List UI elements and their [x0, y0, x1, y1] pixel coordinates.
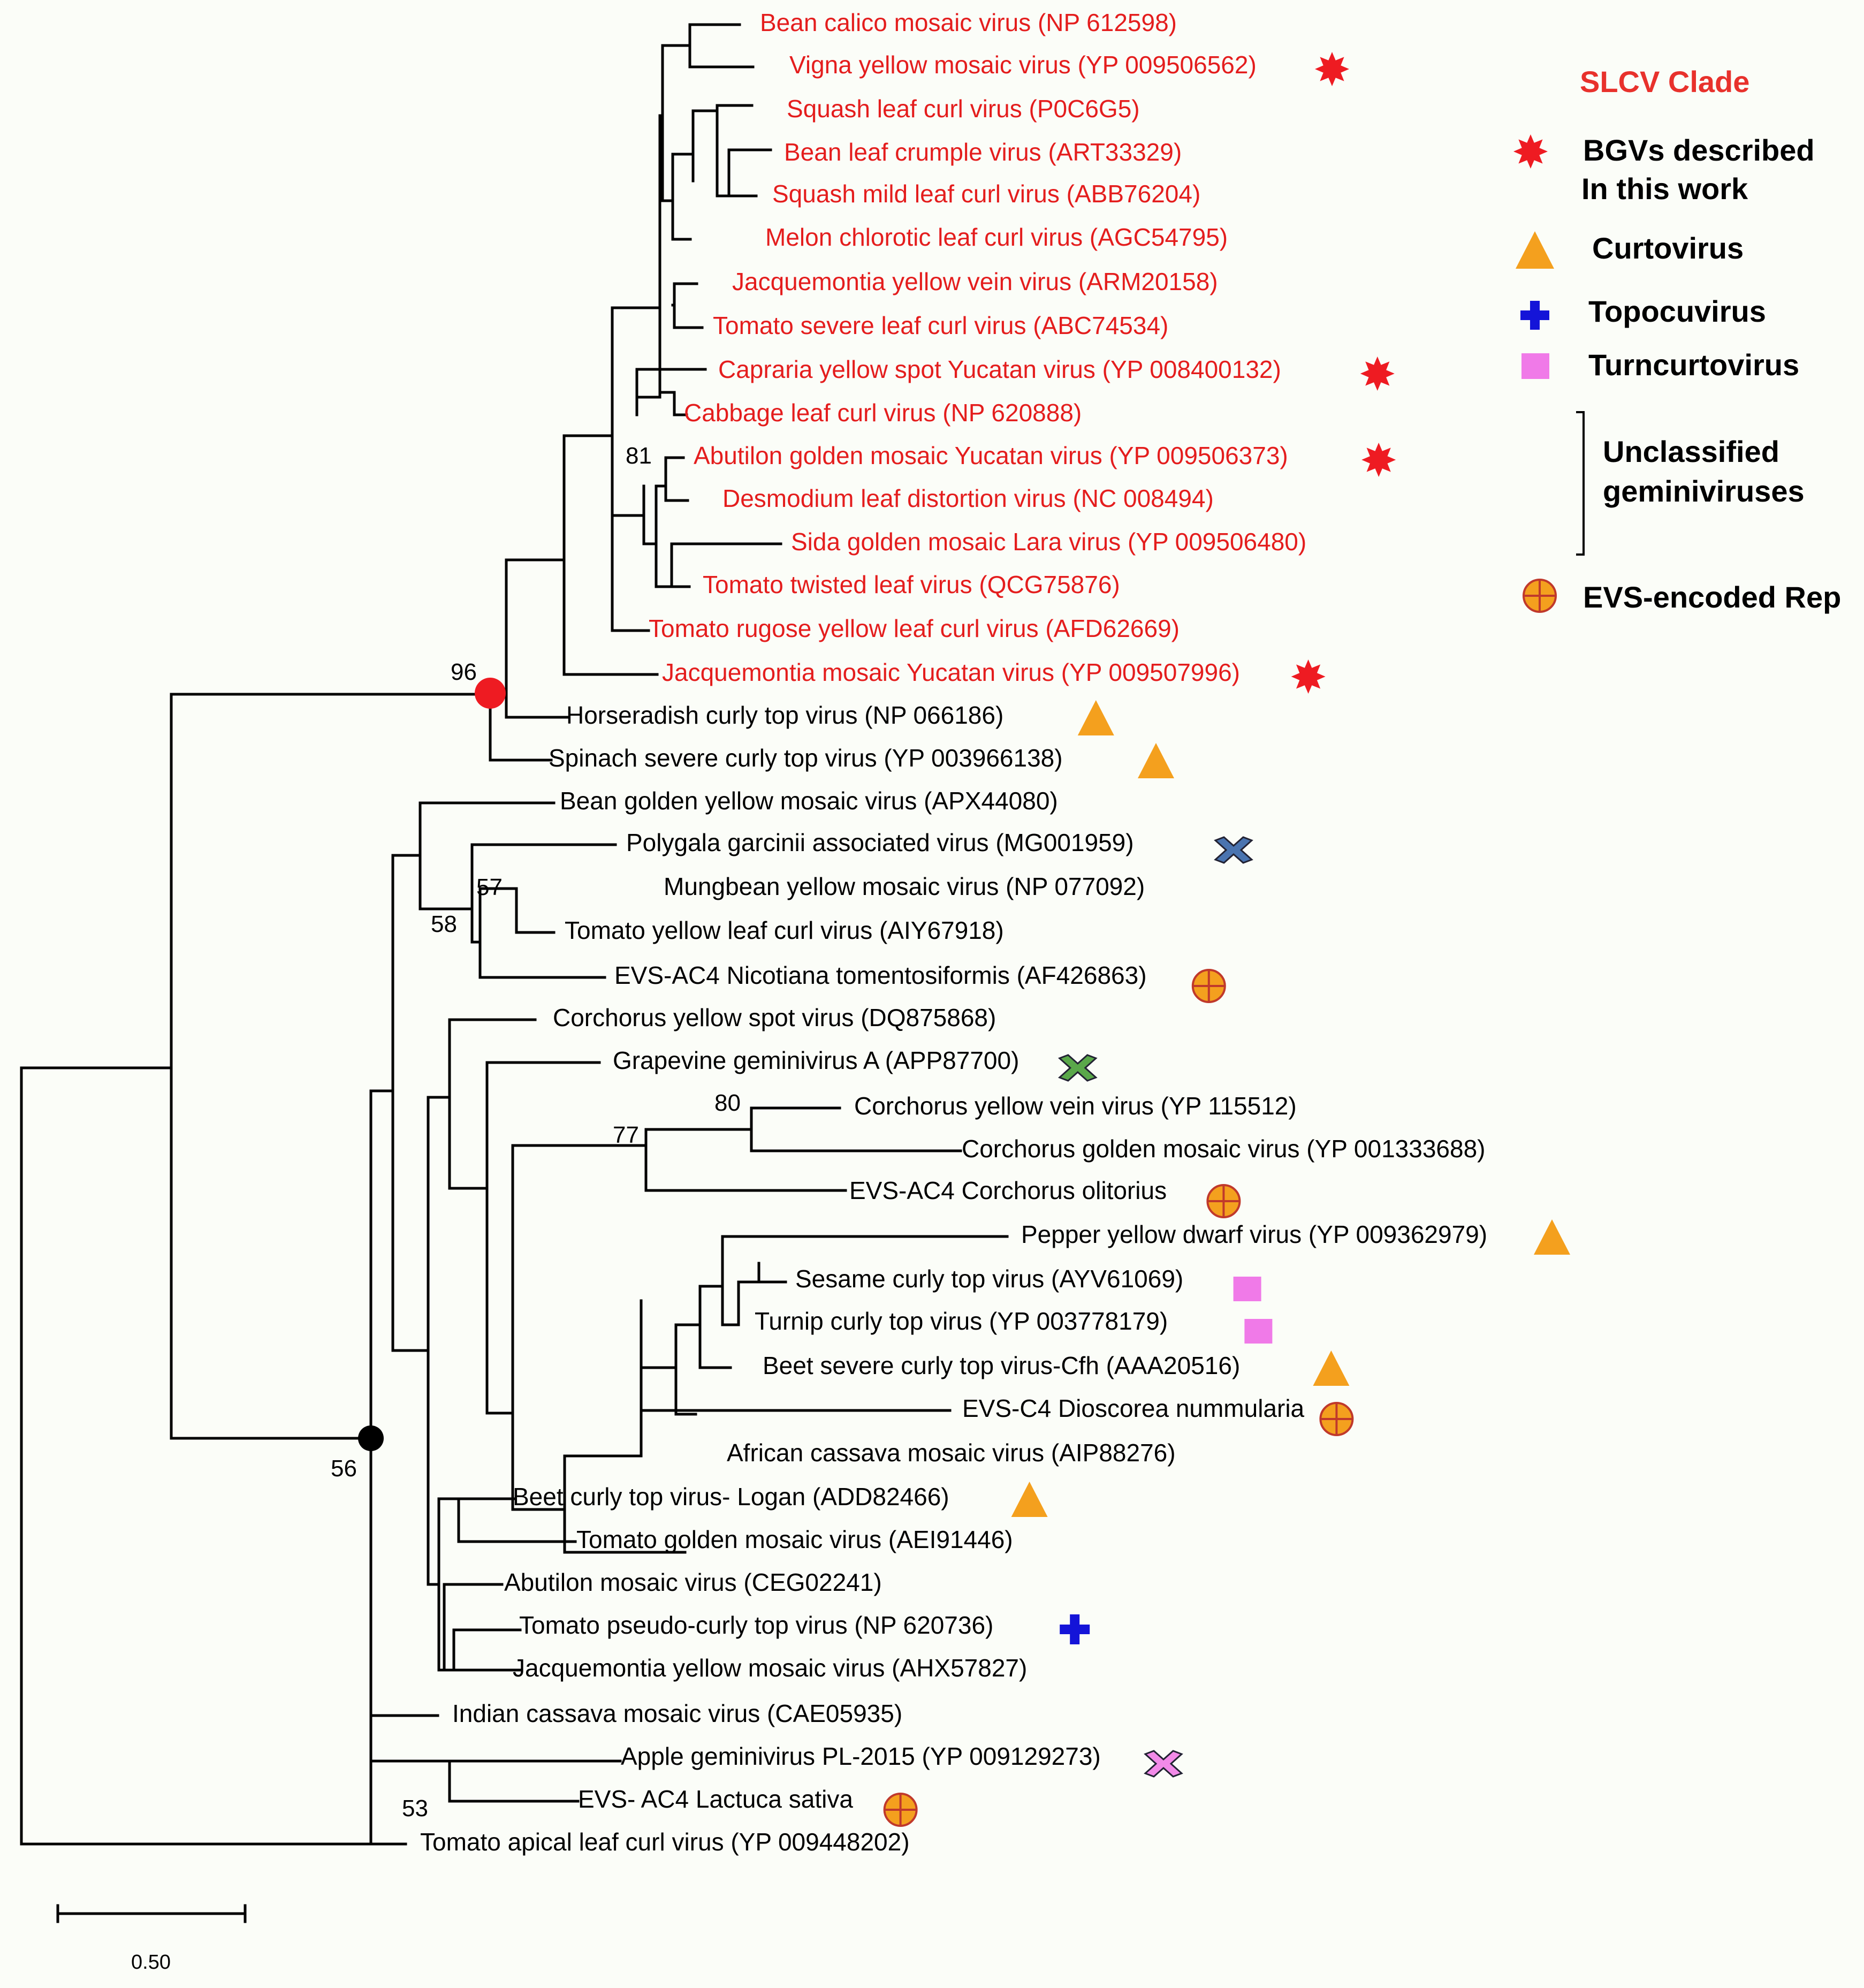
- leaf-label: Abutilon golden mosaic Yucatan virus (YP…: [694, 442, 1288, 469]
- legend-turncurtovirus: Turncurtovirus: [1588, 348, 1799, 382]
- leaf-label: EVS- AC4 Lactuca sativa: [578, 1785, 853, 1813]
- legend-bgv-line2: In this work: [1581, 172, 1748, 206]
- leaf-label: Bean calico mosaic virus (NP 612598): [760, 9, 1177, 36]
- leaf-label: Jacquemontia mosaic Yucatan virus (YP 00…: [662, 658, 1240, 686]
- leaf-label: Indian cassava mosaic virus (CAE05935): [452, 1699, 902, 1727]
- curtovirus-triangle-icon: [1138, 743, 1174, 778]
- bgv-star-icon: [1513, 134, 1548, 169]
- tree-branches: [20, 23, 1009, 1846]
- leaf-label: Pepper yellow dwarf virus (YP 009362979): [1021, 1220, 1487, 1248]
- curtovirus-triangle-icon: [1011, 1482, 1048, 1517]
- leaf-label: Squash leaf curl virus (P0C6G5): [787, 95, 1140, 123]
- support-value: 57: [476, 874, 503, 900]
- turncurtovirus-square-icon: [1521, 353, 1549, 379]
- unclassified-pink-icon: [1144, 1750, 1183, 1778]
- leaf-label: Sida golden mosaic Lara virus (YP 009506…: [791, 528, 1306, 556]
- curtovirus-triangle-icon: [1313, 1350, 1350, 1386]
- leaf-label: Apple geminivirus PL-2015 (YP 009129273): [621, 1742, 1101, 1770]
- leaf-label: Grapevine geminivirus A (APP87700): [613, 1046, 1019, 1074]
- leaf-label: Beet severe curly top virus-Cfh (AAA2051…: [763, 1352, 1240, 1379]
- unclassified-green-icon: [1057, 1054, 1098, 1082]
- unclassified-blue-icon: [1214, 836, 1253, 864]
- legend-bracket: [1576, 411, 1585, 556]
- leaf-label: Bean leaf crumple virus (ART33329): [784, 138, 1182, 166]
- leaf-label: Turnip curly top virus (YP 003778179): [755, 1307, 1168, 1335]
- leaf-label: Spinach severe curly top virus (YP 00396…: [549, 744, 1063, 772]
- support-value: 81: [626, 443, 652, 469]
- leaf-label: Desmodium leaf distortion virus (NC 0084…: [722, 484, 1214, 512]
- legend: SLCV Clade BGVs described In this work C…: [1513, 65, 1841, 614]
- curtovirus-triangle-icon: [1516, 231, 1554, 269]
- curtovirus-triangle-icon: [1077, 700, 1114, 735]
- leaf-label: Corchorus yellow spot virus (DQ875868): [553, 1004, 996, 1031]
- evs-icon: [1206, 1184, 1241, 1218]
- leaf-label: Tomato yellow leaf curl virus (AIY67918): [565, 916, 1004, 944]
- turncurtovirus-square-icon: [1244, 1319, 1273, 1344]
- leaf-labels: Bean calico mosaic virus (NP 612598) Vign…: [420, 9, 1487, 1856]
- turncurtovirus-square-icon: [1233, 1277, 1261, 1301]
- evs-icon: [1191, 969, 1226, 1003]
- support-value: 56: [331, 1455, 357, 1482]
- black-node-marker: [358, 1425, 384, 1451]
- legend-curtovirus: Curtovirus: [1592, 231, 1744, 265]
- bgv-star-icon: [1315, 52, 1349, 86]
- leaf-label: Bean golden yellow mosaic virus (APX4408…: [560, 787, 1058, 815]
- leaf-markers: [883, 52, 1570, 1827]
- legend-unclassified-line2: geminiviruses: [1603, 474, 1805, 508]
- support-value: 53: [402, 1795, 428, 1822]
- leaf-label: Tomato golden mosaic virus (AEI91446): [576, 1526, 1013, 1553]
- leaf-label: EVS-C4 Dioscorea nummularia: [962, 1394, 1305, 1422]
- evs-icon: [1523, 579, 1557, 613]
- leaf-label: Vigna yellow mosaic virus (YP 009506562): [789, 51, 1257, 79]
- leaf-label: Tomato severe leaf curl virus (ABC74534): [713, 312, 1168, 339]
- leaf-label: Tomato apical leaf curl virus (YP 009448…: [420, 1828, 910, 1856]
- leaf-label: EVS-AC4 Nicotiana tomentosiformis (AF426…: [614, 961, 1147, 989]
- legend-evs: EVS-encoded Rep: [1583, 580, 1841, 614]
- leaf-label: Beet curly top virus- Logan (ADD82466): [513, 1483, 949, 1511]
- leaf-label: Squash mild leaf curl virus (ABB76204): [772, 180, 1200, 208]
- topocuvirus-plus-icon: [1060, 1614, 1090, 1644]
- leaf-label: EVS-AC4 Corchorus olitorius: [849, 1177, 1167, 1204]
- legend-title: SLCV Clade: [1580, 65, 1749, 98]
- leaf-label: Tomato twisted leaf virus (QCG75876): [703, 571, 1120, 598]
- leaf-label: Polygala garcinii associated virus (MG00…: [626, 829, 1134, 856]
- evs-icon: [1319, 1402, 1354, 1436]
- leaf-label: Corchorus yellow vein virus (YP 115512): [854, 1092, 1297, 1120]
- legend-bgv-line1: BGVs described: [1583, 133, 1815, 167]
- leaf-label: Jacquemontia yellow vein virus (ARM20158…: [732, 268, 1218, 295]
- leaf-label: Mungbean yellow mosaic virus (NP 077092): [664, 872, 1145, 900]
- leaf-label: Jacquemontia yellow mosaic virus (AHX578…: [513, 1654, 1027, 1682]
- leaf-label: Corchorus golden mosaic virus (YP 001333…: [962, 1135, 1485, 1163]
- legend-unclassified-line1: Unclassified: [1603, 435, 1779, 468]
- leaf-label: Melon chlorotic leaf curl virus (AGC5479…: [765, 223, 1228, 251]
- leaf-label: Sesame curly top virus (AYV61069): [795, 1265, 1183, 1293]
- leaf-label: Capraria yellow spot Yucatan virus (YP 0…: [718, 355, 1281, 383]
- legend-topocuvirus: Topocuvirus: [1588, 294, 1766, 328]
- bgv-star-icon: [1360, 356, 1395, 391]
- support-value: 80: [714, 1090, 741, 1116]
- leaf-label: Tomato pseudo-curly top virus (NP 620736…: [519, 1611, 993, 1639]
- leaf-label: Abutilon mosaic virus (CEG02241): [504, 1568, 882, 1596]
- red-node-marker: [475, 678, 506, 709]
- scale-bar-label: 0.50: [131, 1951, 171, 1974]
- bgv-star-icon: [1291, 659, 1326, 694]
- scale-bar: 0.50: [56, 1904, 247, 1974]
- curtovirus-triangle-icon: [1534, 1219, 1570, 1255]
- leaf-label: African cassava mosaic virus (AIP88276): [727, 1439, 1176, 1467]
- bgv-star-icon: [1361, 443, 1396, 477]
- leaf-label: Horseradish curly top virus (NP 066186): [566, 701, 1003, 729]
- leaf-label: Cabbage leaf curl virus (NP 620888): [684, 399, 1082, 427]
- support-value: 77: [613, 1122, 639, 1148]
- leaf-label: Tomato rugose yellow leaf curl virus (AF…: [649, 614, 1180, 642]
- topocuvirus-plus-icon: [1520, 301, 1549, 330]
- support-value: 58: [431, 911, 457, 937]
- support-value: 96: [451, 659, 477, 685]
- evs-icon: [883, 1793, 918, 1827]
